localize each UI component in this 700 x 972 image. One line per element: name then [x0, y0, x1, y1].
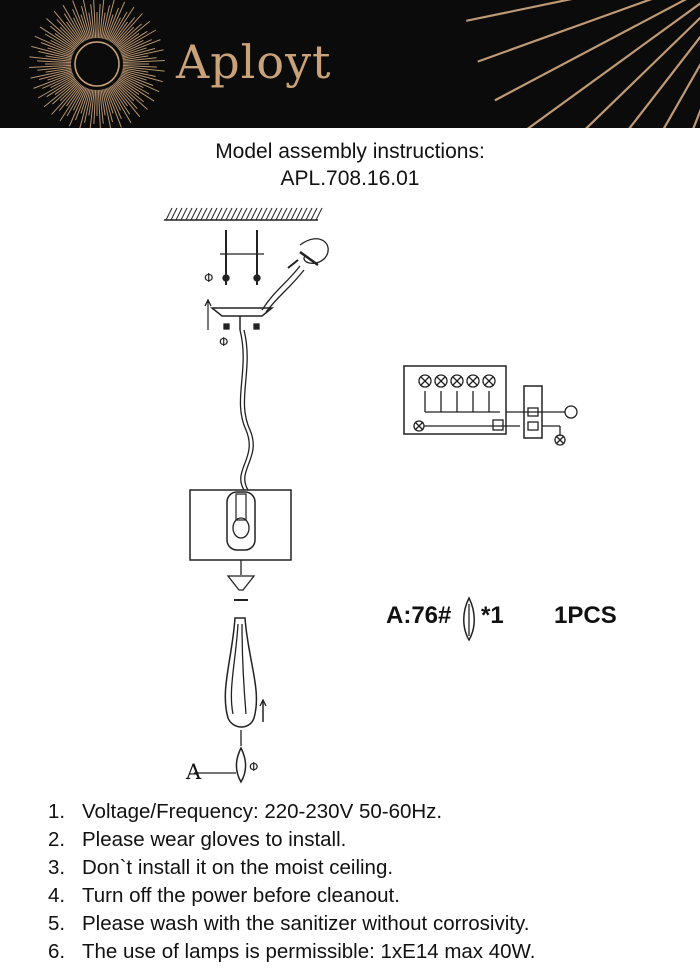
list-item: 4.Turn off the power before cleanout.	[48, 884, 400, 907]
list-item: 5.Please wash with the sanitizer without…	[48, 912, 530, 935]
supply-wire-icon	[261, 238, 329, 313]
list-item: 2.Please wear gloves to install.	[48, 828, 347, 851]
part-multiplier: *1	[481, 602, 504, 629]
assembly-diagram: Φ Φ	[164, 207, 578, 784]
part-code: A:76#	[386, 602, 452, 629]
crystal-pendant-icon: Φ	[194, 746, 258, 784]
glass-body-icon	[224, 560, 267, 746]
svg-text:Φ: Φ	[204, 271, 213, 285]
brand-name: Aployt	[176, 35, 332, 89]
crystal-part-icon	[463, 596, 475, 642]
list-item: 6.The use of lamps is permissible: 1xE14…	[48, 940, 536, 963]
suspension-cable	[239, 329, 250, 491]
lamp-shade-icon	[189, 489, 292, 561]
list-item: 1.Voltage/Frequency: 220-230V 50-60Hz.	[48, 800, 443, 823]
ceiling-hatch-icon	[164, 207, 323, 221]
instruction-list: 1.Voltage/Frequency: 220-230V 50-60Hz. 2…	[48, 798, 535, 966]
model-number: APL.708.16.01	[280, 167, 420, 190]
title-line-1: Model assembly instructions:	[215, 140, 485, 163]
sunburst-logo-icon	[29, 0, 700, 128]
part-quantity: 1PCS	[554, 602, 617, 629]
page-title: Model assembly instructions: APL.708.16.…	[0, 138, 700, 192]
wiring-schematic	[403, 365, 578, 446]
brand-header: Aployt	[0, 0, 700, 128]
ceiling-anchor-icon: Φ	[204, 230, 264, 285]
svg-text:Φ: Φ	[249, 760, 258, 774]
canopy-icon: Φ	[204, 298, 275, 349]
list-item: 3.Don`t install it on the moist ceiling.	[48, 856, 394, 879]
svg-text:Φ: Φ	[219, 335, 228, 349]
callout-label-a: A	[186, 760, 202, 784]
